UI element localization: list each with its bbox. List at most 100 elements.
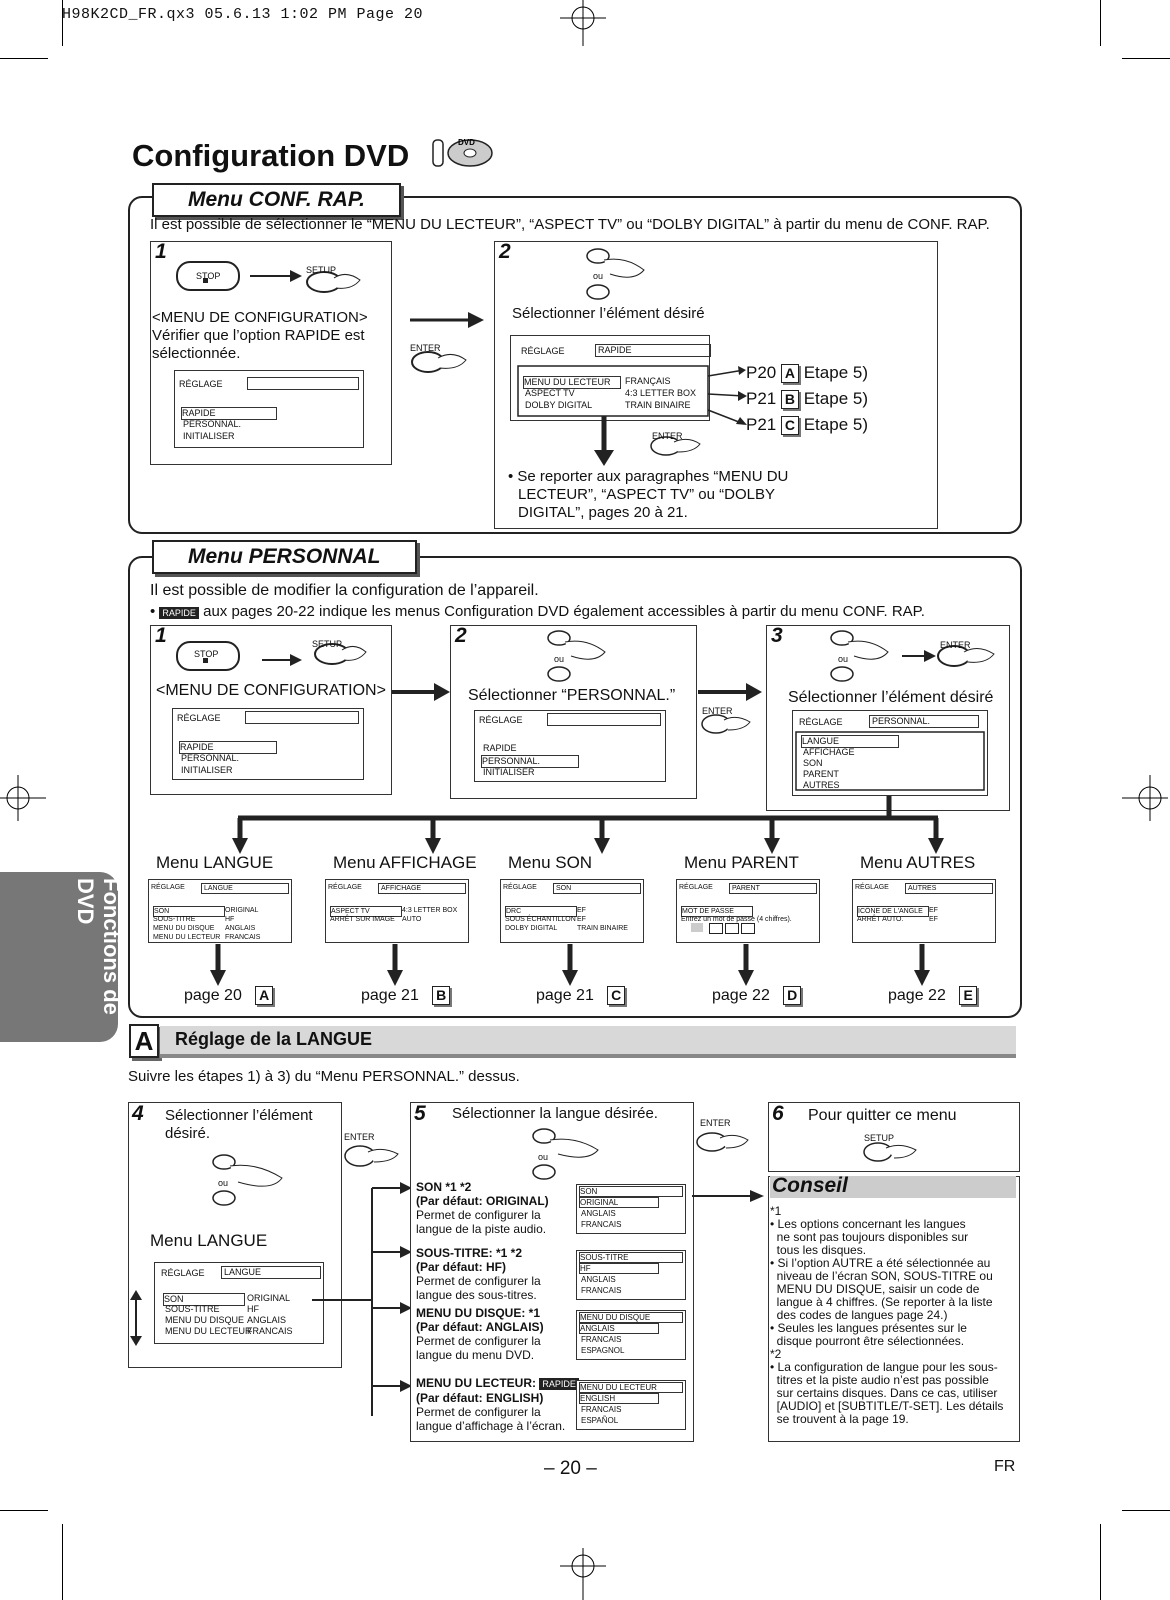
or-label: ou <box>593 271 604 281</box>
registration-mark-icon <box>560 0 606 46</box>
page-ref: page 20 A <box>184 986 274 1005</box>
page-ref: P21 B Etape 5) <box>746 389 868 409</box>
perso-intro: Il est possible de modifier la configura… <box>150 582 539 599</box>
screen-item: DOLBY DIGITAL <box>505 925 558 932</box>
conseil-line: [AUDIO] et [SUBTITLE/T-SET]. Les détails <box>770 1399 1004 1413</box>
pin-box <box>725 923 739 934</box>
screen-label: RÉGLAGE <box>679 884 713 891</box>
screen-value: HF <box>225 916 235 923</box>
screen-value: FRANCAIS <box>225 934 261 941</box>
screen-label: RÉGLAGE <box>151 884 185 891</box>
screen-header: MENU DU DISQUE <box>579 1312 683 1323</box>
step-number: 3 <box>771 624 783 647</box>
screen-item: RAPIDE <box>483 743 517 753</box>
enter-button-label: ENTER <box>700 1118 731 1128</box>
step-text: <MENU DE CONFIGURATION> <box>156 682 386 699</box>
menu-title: Menu LANGUE <box>150 1231 268 1250</box>
page-letter: B <box>432 986 451 1005</box>
page-letter: A <box>255 986 274 1005</box>
page-refs: P20 A Etape 5) P21 B Etape 5) P21 C Etap… <box>746 360 868 438</box>
conseil-line: MENU DU DISQUE, saisir un code de <box>770 1282 980 1296</box>
conseil-panel <box>768 1176 1020 1442</box>
screen-field: AFFICHAGE <box>378 883 466 894</box>
screen-item: MENU DU DISQUE <box>165 1315 245 1325</box>
crop-mark <box>1122 1510 1170 1511</box>
screen-item: INITIALISER <box>483 767 535 777</box>
step-text: Sélectionner l’élément désiré <box>512 305 705 322</box>
pin-box <box>691 923 703 932</box>
screen-field: AUTRES <box>905 883 993 894</box>
screen-value: 4:3 LETTER BOX <box>402 907 458 914</box>
crop-mark <box>1100 0 1101 46</box>
screen-item: SOUS-TITRE <box>153 916 196 923</box>
screen-label: RÉGLAGE <box>855 884 889 891</box>
step-number: 2 <box>455 624 467 647</box>
page-ref: page 22 E <box>888 986 978 1005</box>
conseil-header-bar <box>770 1176 1016 1198</box>
language-item: MENU DU DISQUE: *1(Par défaut: ANGLAIS)P… <box>416 1306 544 1362</box>
screen-item: AFFICHAGE <box>803 747 855 757</box>
page-ref: page 21 C <box>536 986 626 1005</box>
setup-screen: RÉGLAGE RAPIDE MENU DU LECTEUR FRANÇAIS … <box>510 335 711 421</box>
or-label: ou <box>218 1178 229 1188</box>
crop-mark <box>1122 58 1170 59</box>
screen-item: ESPAGNOL <box>581 1346 625 1355</box>
stop-setup-illustration <box>176 261 361 293</box>
item-desc: langue du menu DVD. <box>416 1348 535 1362</box>
langue-step6-panel <box>768 1102 1020 1172</box>
screen-value: TRAIN BINAIRE <box>625 400 691 410</box>
conseil-line: des codes de langues page 24.) <box>770 1308 948 1322</box>
step-number: 6 <box>772 1102 784 1125</box>
chapter-tab-label: Fonctions de DVD <box>73 878 124 1015</box>
conseil-line: sur certains disques. Dans ce cas, utili… <box>770 1386 998 1400</box>
submenu-title: Menu PARENT <box>684 853 799 872</box>
screen-item: AUTRES <box>803 780 840 790</box>
step-text: sélectionnée. <box>152 345 241 362</box>
registration-mark-icon <box>0 775 46 821</box>
note-text: • Se reporter aux paragraphes “MENU DU <box>508 468 789 485</box>
item-head: MENU DU DISQUE: *1 <box>416 1306 541 1320</box>
language-item: SOUS-TITRE: *1 *2(Par défaut: HF)Permet … <box>416 1246 541 1302</box>
step-number: 1 <box>155 240 167 263</box>
stop-button-label: STOP <box>194 649 219 659</box>
conseil-title: Conseil <box>772 1174 848 1197</box>
crop-mark <box>0 58 48 59</box>
arrow-down-icon <box>210 944 226 986</box>
page-title: Configuration DVD <box>132 138 410 173</box>
language-item: MENU DU LECTEUR: RAPIDE(Par défaut: ENGL… <box>416 1376 579 1433</box>
screen-header: MENU DU LECTEUR <box>579 1382 683 1393</box>
pin-box <box>709 923 723 934</box>
step-number: 1 <box>155 624 167 647</box>
conseil-line: se trouvent à la page 19. <box>770 1412 909 1426</box>
enter-button-label: ENTER <box>940 640 971 650</box>
section-letter: A <box>129 1024 159 1058</box>
arrow-right-icon <box>392 683 450 701</box>
submenu-title: Menu LANGUE <box>156 853 274 872</box>
language-item: SON *1 *2(Par défaut: ORIGINAL)Permet de… <box>416 1180 549 1236</box>
crop-mark <box>62 1524 63 1600</box>
conseil-line: • Les options concernant les langues <box>770 1217 966 1231</box>
rapide-menu-tab: Menu CONF. RAP. <box>152 183 401 217</box>
screen-item: MOT DE PASSE <box>681 906 753 917</box>
screen-value: ORIGINAL <box>225 907 259 914</box>
screen-value: EF <box>577 907 586 914</box>
step-text: Sélectionner l’élément <box>165 1107 313 1124</box>
screen-item: MENU DU LECTEUR <box>165 1326 252 1336</box>
setup-button-label: SETUP <box>864 1133 895 1143</box>
screen-item: ANGLAIS <box>581 1275 616 1284</box>
or-label: ou <box>554 654 565 664</box>
arrow-down-icon <box>562 944 578 986</box>
menu-branch-arrows <box>232 796 944 854</box>
screen-item: ARRÊT SUR IMAGE <box>330 916 395 923</box>
screen-item: PARENT <box>803 769 839 779</box>
conseil-line: • Seules les langues présentes sur le <box>770 1321 967 1335</box>
or-label: ou <box>538 1152 549 1162</box>
arrow-down-icon <box>387 944 403 986</box>
screen-item: ANGLAIS <box>581 1209 616 1218</box>
